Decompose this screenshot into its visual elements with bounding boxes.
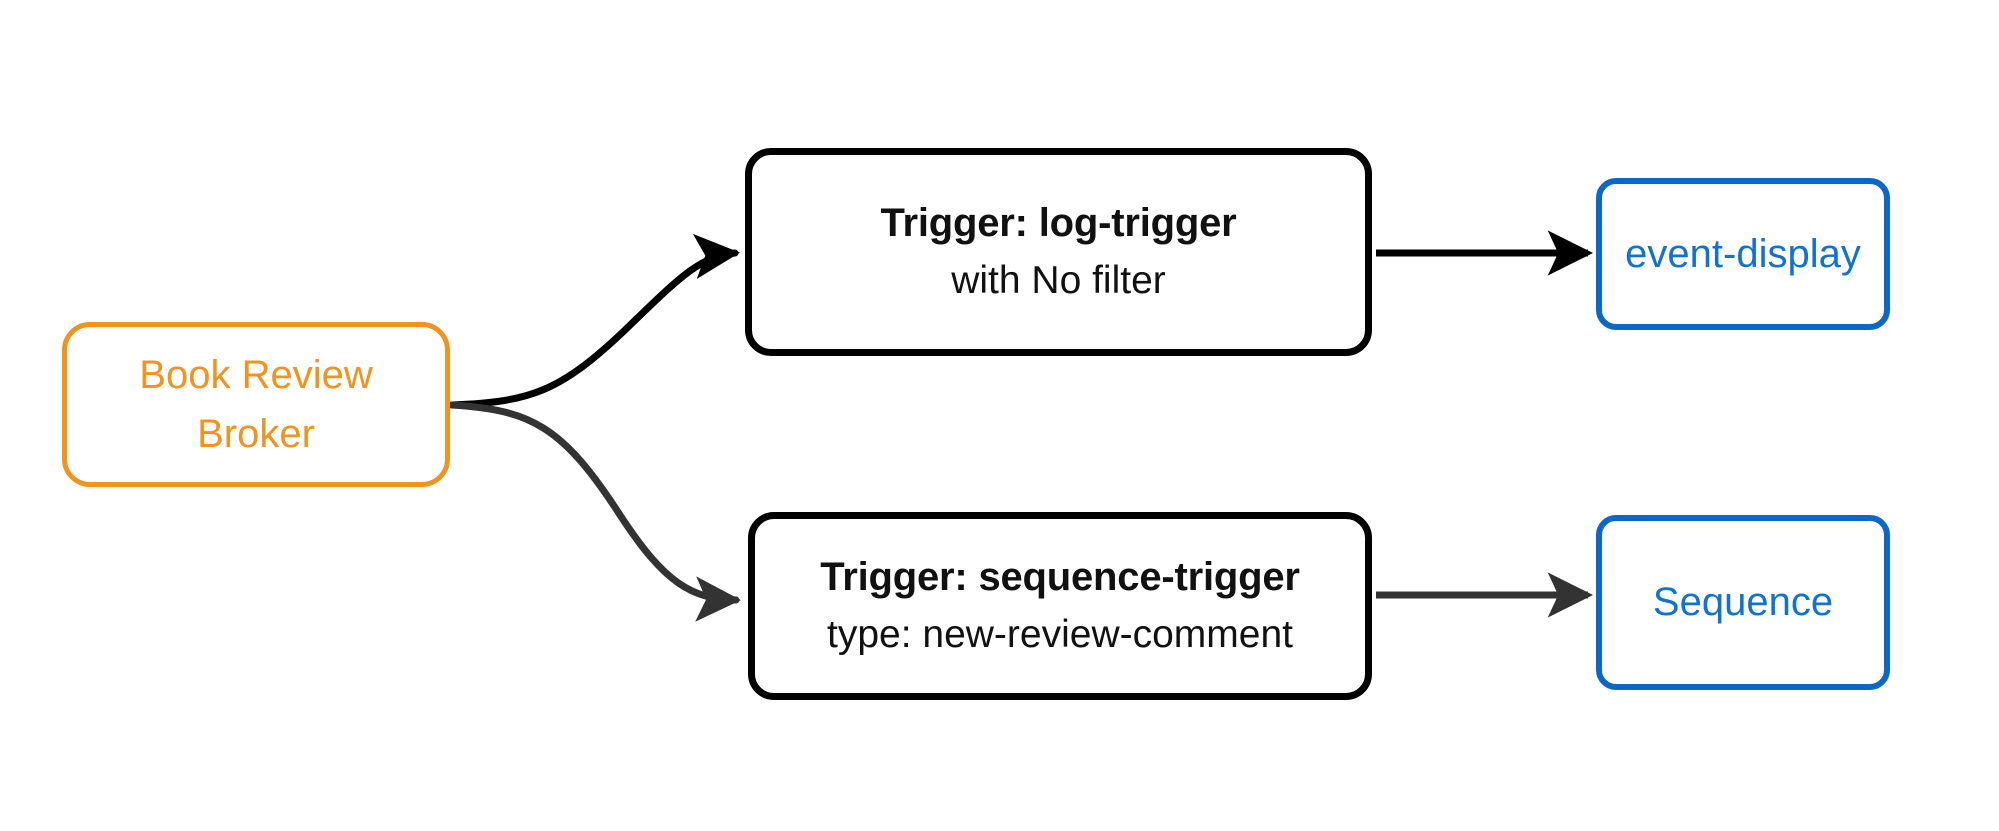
edge-broker-to-sequence-trigger bbox=[448, 401, 742, 622]
trigger-log-subtitle: with No filter bbox=[951, 259, 1166, 303]
node-event-display[interactable]: event-display bbox=[1596, 178, 1890, 330]
node-trigger-log-trigger[interactable]: Trigger: log-trigger with No filter bbox=[745, 148, 1372, 356]
node-sequence[interactable]: Sequence bbox=[1596, 515, 1890, 690]
broker-label-line-1: Book Review bbox=[139, 352, 373, 397]
trigger-sequence-subtitle: type: new-review-comment bbox=[827, 613, 1293, 657]
trigger-log-title: Trigger: log-trigger bbox=[880, 201, 1237, 246]
edge-broker-to-log-trigger bbox=[448, 233, 741, 409]
sequence-label: Sequence bbox=[1652, 580, 1834, 625]
node-trigger-sequence-trigger[interactable]: Trigger: sequence-trigger type: new-revi… bbox=[748, 512, 1372, 700]
broker-label-line-2: Broker bbox=[197, 411, 315, 456]
event-display-label: event-display bbox=[1625, 231, 1861, 276]
trigger-sequence-title: Trigger: sequence-trigger bbox=[820, 555, 1300, 600]
node-book-review-broker[interactable]: Book Review Broker bbox=[62, 322, 450, 487]
